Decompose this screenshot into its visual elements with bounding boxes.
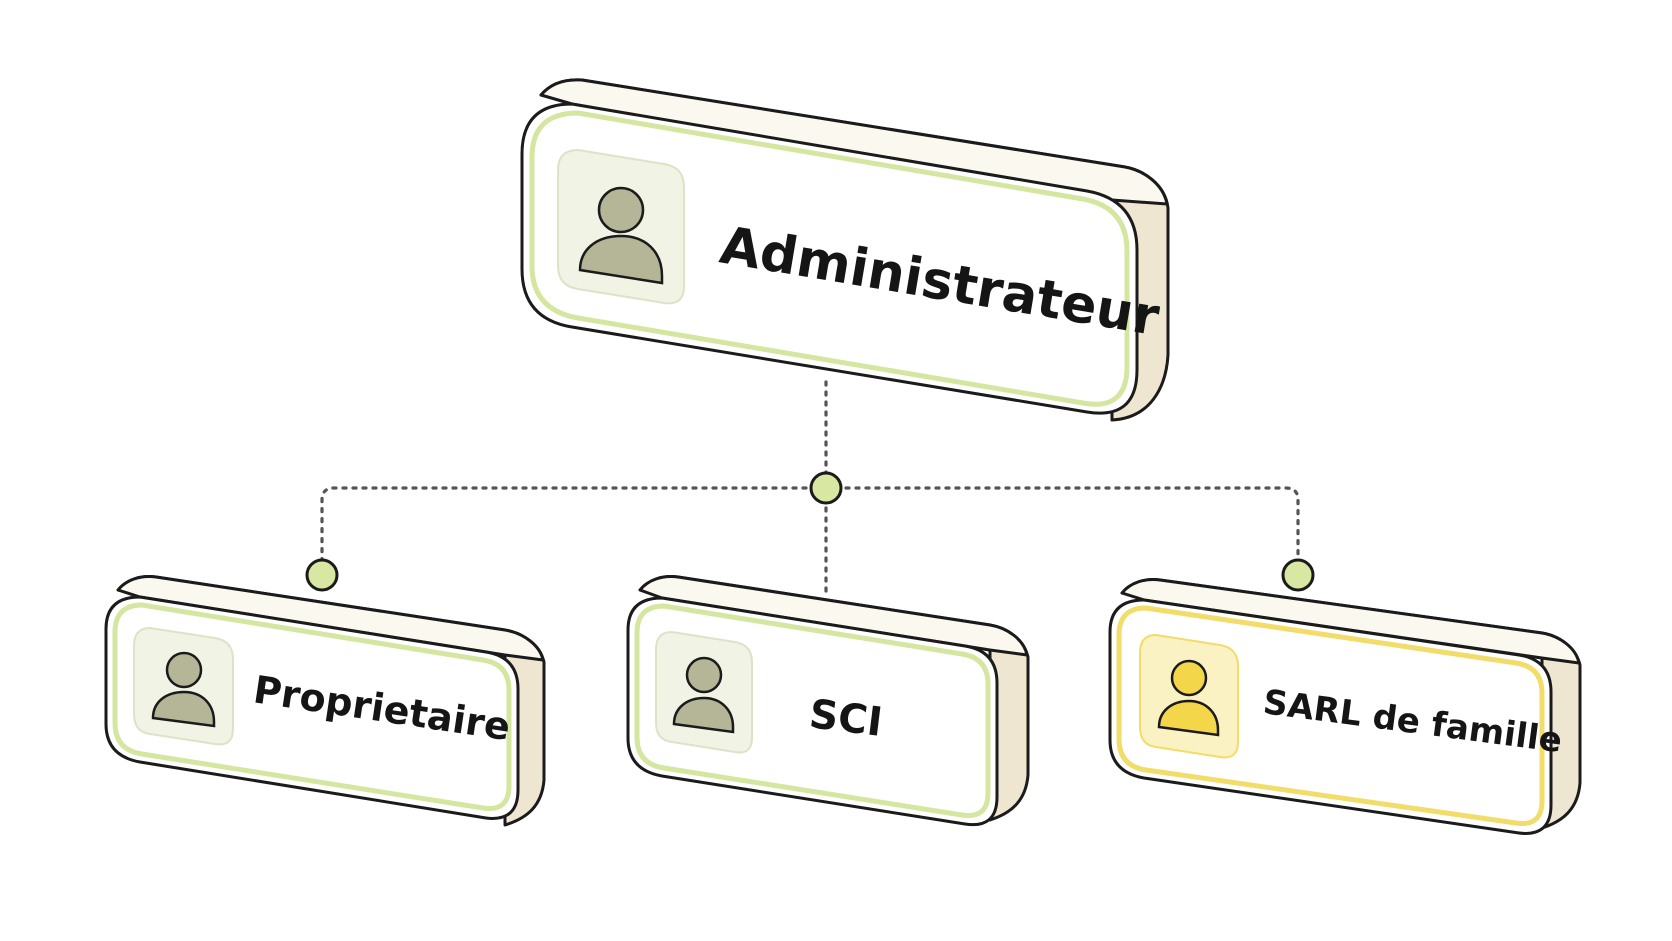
person-head (1170, 659, 1208, 697)
node-rim (112, 602, 512, 812)
node-label: SCI (807, 691, 885, 746)
person-body (151, 690, 216, 728)
person-head (685, 656, 723, 694)
connectors (320, 380, 1300, 594)
user-icon (655, 630, 753, 754)
person-head (597, 186, 645, 234)
node-top (638, 575, 1029, 657)
connector-dot-sarl (1281, 558, 1315, 592)
node-top (116, 575, 545, 662)
connector-dots (305, 471, 1315, 592)
user-icon (133, 626, 234, 746)
node-top (539, 78, 1169, 206)
person-body (578, 234, 664, 285)
node-top (1120, 578, 1581, 665)
person-body (672, 696, 735, 734)
node-administrateur[interactable]: Administrateur (520, 78, 1170, 422)
connector-to-proprietaire (320, 486, 828, 577)
node-sarl-de-famille[interactable]: SARL de famille (1108, 578, 1582, 835)
node-rim (634, 603, 991, 819)
person-body (1157, 699, 1220, 737)
person-head (165, 651, 203, 689)
node-proprietaire[interactable]: Proprietaire (104, 575, 546, 827)
connector-to-sarl (824, 486, 1300, 577)
user-icon (557, 148, 685, 305)
node-rim (1116, 605, 1545, 827)
connector-dot-junction (809, 471, 843, 505)
node-sci[interactable]: SCI (626, 575, 1030, 827)
connector-dot-proprietaire (305, 558, 339, 592)
node-rim (529, 110, 1130, 407)
user-icon (1139, 633, 1239, 759)
